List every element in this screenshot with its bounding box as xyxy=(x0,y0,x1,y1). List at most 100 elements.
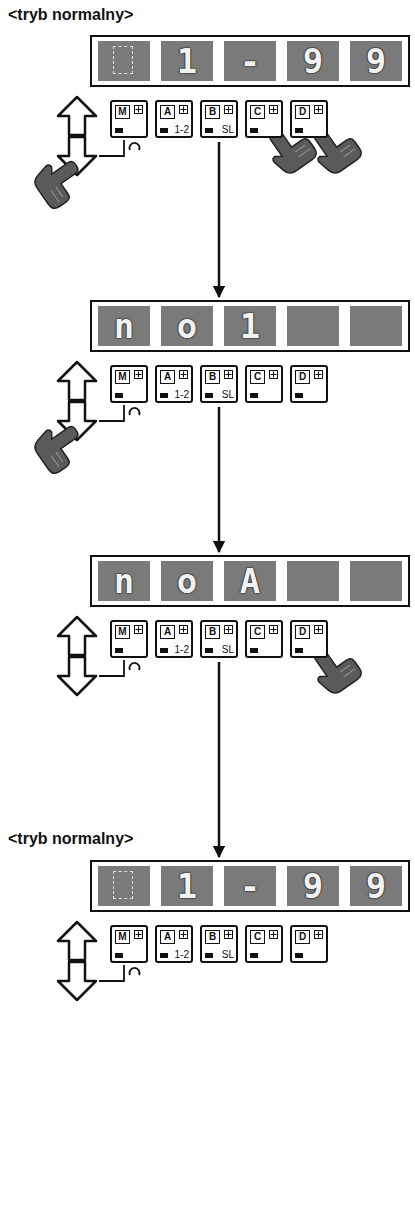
link-wire xyxy=(99,140,124,156)
display-digit: o xyxy=(161,306,213,346)
key-letter: M xyxy=(115,930,130,944)
up-arrow-key xyxy=(58,362,96,400)
plus-mark xyxy=(134,105,143,114)
display-digit: A xyxy=(224,561,276,601)
plus-mark xyxy=(269,930,278,939)
key-letter: M xyxy=(115,625,130,639)
key-button: M xyxy=(110,365,148,403)
key-button: C xyxy=(245,100,283,138)
plus-mark xyxy=(134,370,143,379)
led-mark xyxy=(160,648,168,653)
plus-mark xyxy=(179,370,188,379)
key-button: D xyxy=(290,100,328,138)
plus-mark xyxy=(179,930,188,939)
key-button: A1-2 xyxy=(155,100,193,138)
led-mark xyxy=(250,953,258,958)
key-letter: D xyxy=(295,370,310,384)
led-mark xyxy=(115,128,123,133)
led-mark xyxy=(160,953,168,958)
key-function: 1-2 xyxy=(175,949,189,960)
plus-mark xyxy=(314,625,323,634)
link-loop xyxy=(130,408,140,415)
led-mark xyxy=(205,393,213,398)
plus-mark xyxy=(269,105,278,114)
plus-mark xyxy=(179,625,188,634)
key-button: A1-2 xyxy=(155,925,193,963)
led-mark xyxy=(115,648,123,653)
led-mark xyxy=(115,393,123,398)
lcd-display: no1 xyxy=(90,300,410,352)
flow-arrow xyxy=(218,142,221,297)
plus-mark xyxy=(224,370,233,379)
display-digit: 9 xyxy=(350,41,402,81)
blank-digit xyxy=(98,41,150,81)
key-letter: C xyxy=(250,105,265,119)
display-digit: 9 xyxy=(350,866,402,906)
dim-segment xyxy=(113,871,133,899)
blank-digit xyxy=(350,306,402,346)
led-mark xyxy=(250,128,258,133)
key-letter: B xyxy=(205,105,220,119)
key-letter: M xyxy=(115,105,130,119)
key-function: SL xyxy=(222,124,234,135)
display-digit: n xyxy=(98,561,150,601)
key-button: C xyxy=(245,620,283,658)
key-button: A1-2 xyxy=(155,620,193,658)
plus-mark xyxy=(314,370,323,379)
key-button: C xyxy=(245,925,283,963)
plus-mark xyxy=(134,930,143,939)
key-letter: C xyxy=(250,625,265,639)
key-letter: D xyxy=(295,930,310,944)
plus-mark xyxy=(224,625,233,634)
led-mark xyxy=(205,953,213,958)
led-mark xyxy=(295,128,303,133)
plus-mark xyxy=(314,105,323,114)
key-letter: B xyxy=(205,370,220,384)
link-loop xyxy=(130,968,140,975)
led-mark xyxy=(205,648,213,653)
link-wire xyxy=(99,405,124,421)
key-function: 1-2 xyxy=(175,389,189,400)
display-digit: o xyxy=(161,561,213,601)
key-letter: A xyxy=(160,105,175,119)
link-loop xyxy=(130,143,140,150)
key-button: BSL xyxy=(200,100,238,138)
key-letter: B xyxy=(205,625,220,639)
plus-mark xyxy=(224,930,233,939)
key-letter: D xyxy=(295,625,310,639)
key-function: 1-2 xyxy=(175,124,189,135)
display-digit: - xyxy=(224,41,276,81)
key-button: D xyxy=(290,365,328,403)
dim-segment xyxy=(113,46,133,74)
led-mark xyxy=(205,128,213,133)
lcd-display: noA xyxy=(90,555,410,607)
led-mark xyxy=(250,393,258,398)
flow-arrow xyxy=(218,662,221,857)
link-loop xyxy=(130,663,140,670)
key-letter: C xyxy=(250,930,265,944)
display-digit: n xyxy=(98,306,150,346)
up-arrow-key xyxy=(58,922,96,960)
key-button: C xyxy=(245,365,283,403)
display-digit: 1 xyxy=(161,41,213,81)
led-mark xyxy=(160,128,168,133)
plus-mark xyxy=(224,105,233,114)
key-function: 1-2 xyxy=(175,644,189,655)
link-wire xyxy=(99,965,124,981)
pointing-hand xyxy=(30,417,90,476)
led-mark xyxy=(295,953,303,958)
key-button: BSL xyxy=(200,365,238,403)
mode-caption: <tryb normalny> xyxy=(8,6,133,24)
pointing-hand xyxy=(30,152,90,211)
lcd-display: 1-99 xyxy=(90,35,410,87)
display-digit: 1 xyxy=(161,866,213,906)
key-letter: D xyxy=(295,105,310,119)
blank-digit xyxy=(350,561,402,601)
blank-digit xyxy=(287,306,339,346)
plus-mark xyxy=(269,370,278,379)
key-letter: B xyxy=(205,930,220,944)
blank-digit xyxy=(287,561,339,601)
